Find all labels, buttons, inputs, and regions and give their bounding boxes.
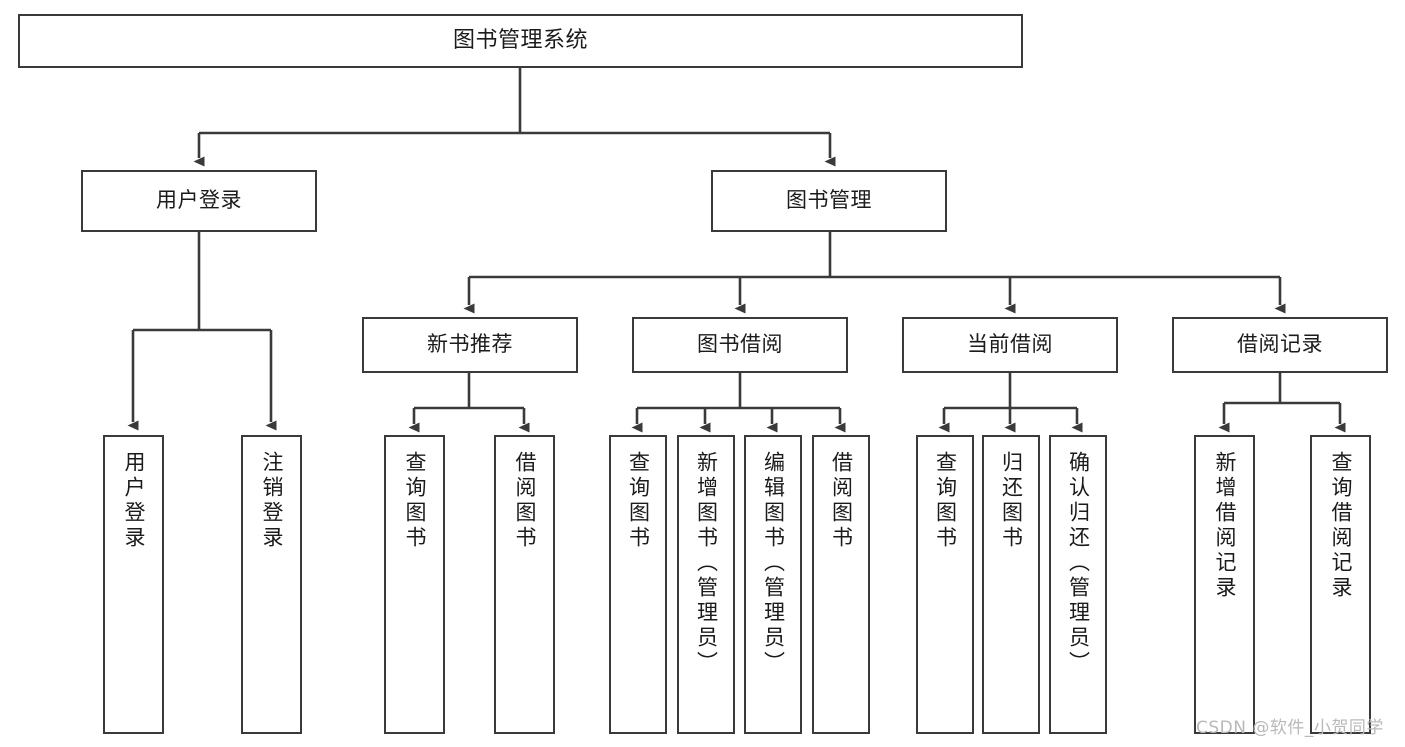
- node-label: 借阅记录: [1237, 332, 1323, 357]
- node-user-login[interactable]: 用户登录: [81, 170, 317, 232]
- node-book-management[interactable]: 图书管理: [711, 170, 947, 232]
- node-leaf-query-book-current[interactable]: 查询图书: [916, 435, 974, 734]
- node-new-book-recommend[interactable]: 新书推荐: [362, 317, 578, 373]
- node-label: 图书借阅: [697, 332, 783, 357]
- node-label: 用户登录: [156, 188, 242, 213]
- node-leaf-query-book-recommend[interactable]: 查询图书: [384, 435, 445, 734]
- node-leaf-query-book-borrow[interactable]: 查询图书: [609, 435, 667, 734]
- node-label: 编辑图书（管理员）: [761, 451, 786, 676]
- node-borrow-record[interactable]: 借阅记录: [1172, 317, 1388, 373]
- node-label: 当前借阅: [967, 332, 1053, 357]
- node-root-book-management-system[interactable]: 图书管理系统: [18, 14, 1023, 68]
- node-leaf-query-borrow-record[interactable]: 查询借阅记录: [1310, 435, 1371, 734]
- node-label: 查询图书: [626, 451, 651, 551]
- node-leaf-add-borrow-record[interactable]: 新增借阅记录: [1194, 435, 1255, 734]
- node-label: 新增图书（管理员）: [694, 451, 719, 676]
- node-label: 查询图书: [403, 451, 427, 551]
- node-book-borrow[interactable]: 图书借阅: [632, 317, 848, 373]
- node-label: 新书推荐: [427, 332, 513, 357]
- node-leaf-borrow-book-recommend[interactable]: 借阅图书: [494, 435, 555, 734]
- node-leaf-return-book[interactable]: 归还图书: [982, 435, 1040, 734]
- node-label: 用户登录: [122, 451, 146, 551]
- node-label: 图书管理: [786, 188, 872, 213]
- node-label: 借阅图书: [829, 451, 854, 551]
- node-label: 注销登录: [260, 451, 284, 551]
- node-label: 新增借阅记录: [1213, 451, 1237, 601]
- node-label: 查询借阅记录: [1329, 451, 1353, 601]
- node-label: 确认归还（管理员）: [1066, 451, 1091, 676]
- node-leaf-user-login[interactable]: 用户登录: [103, 435, 164, 734]
- node-leaf-logout[interactable]: 注销登录: [241, 435, 302, 734]
- node-leaf-confirm-return[interactable]: 确认归还（管理员）: [1049, 435, 1107, 734]
- watermark: CSDN @软件_小贺同学: [1196, 718, 1384, 738]
- node-leaf-borrow-book[interactable]: 借阅图书: [812, 435, 870, 734]
- node-label: 图书管理系统: [452, 27, 588, 53]
- node-leaf-edit-book[interactable]: 编辑图书（管理员）: [744, 435, 802, 734]
- node-label: 借阅图书: [513, 451, 537, 551]
- node-leaf-add-book[interactable]: 新增图书（管理员）: [677, 435, 735, 734]
- node-label: 查询图书: [933, 451, 958, 551]
- node-label: 归还图书: [999, 451, 1024, 551]
- node-current-borrow[interactable]: 当前借阅: [902, 317, 1118, 373]
